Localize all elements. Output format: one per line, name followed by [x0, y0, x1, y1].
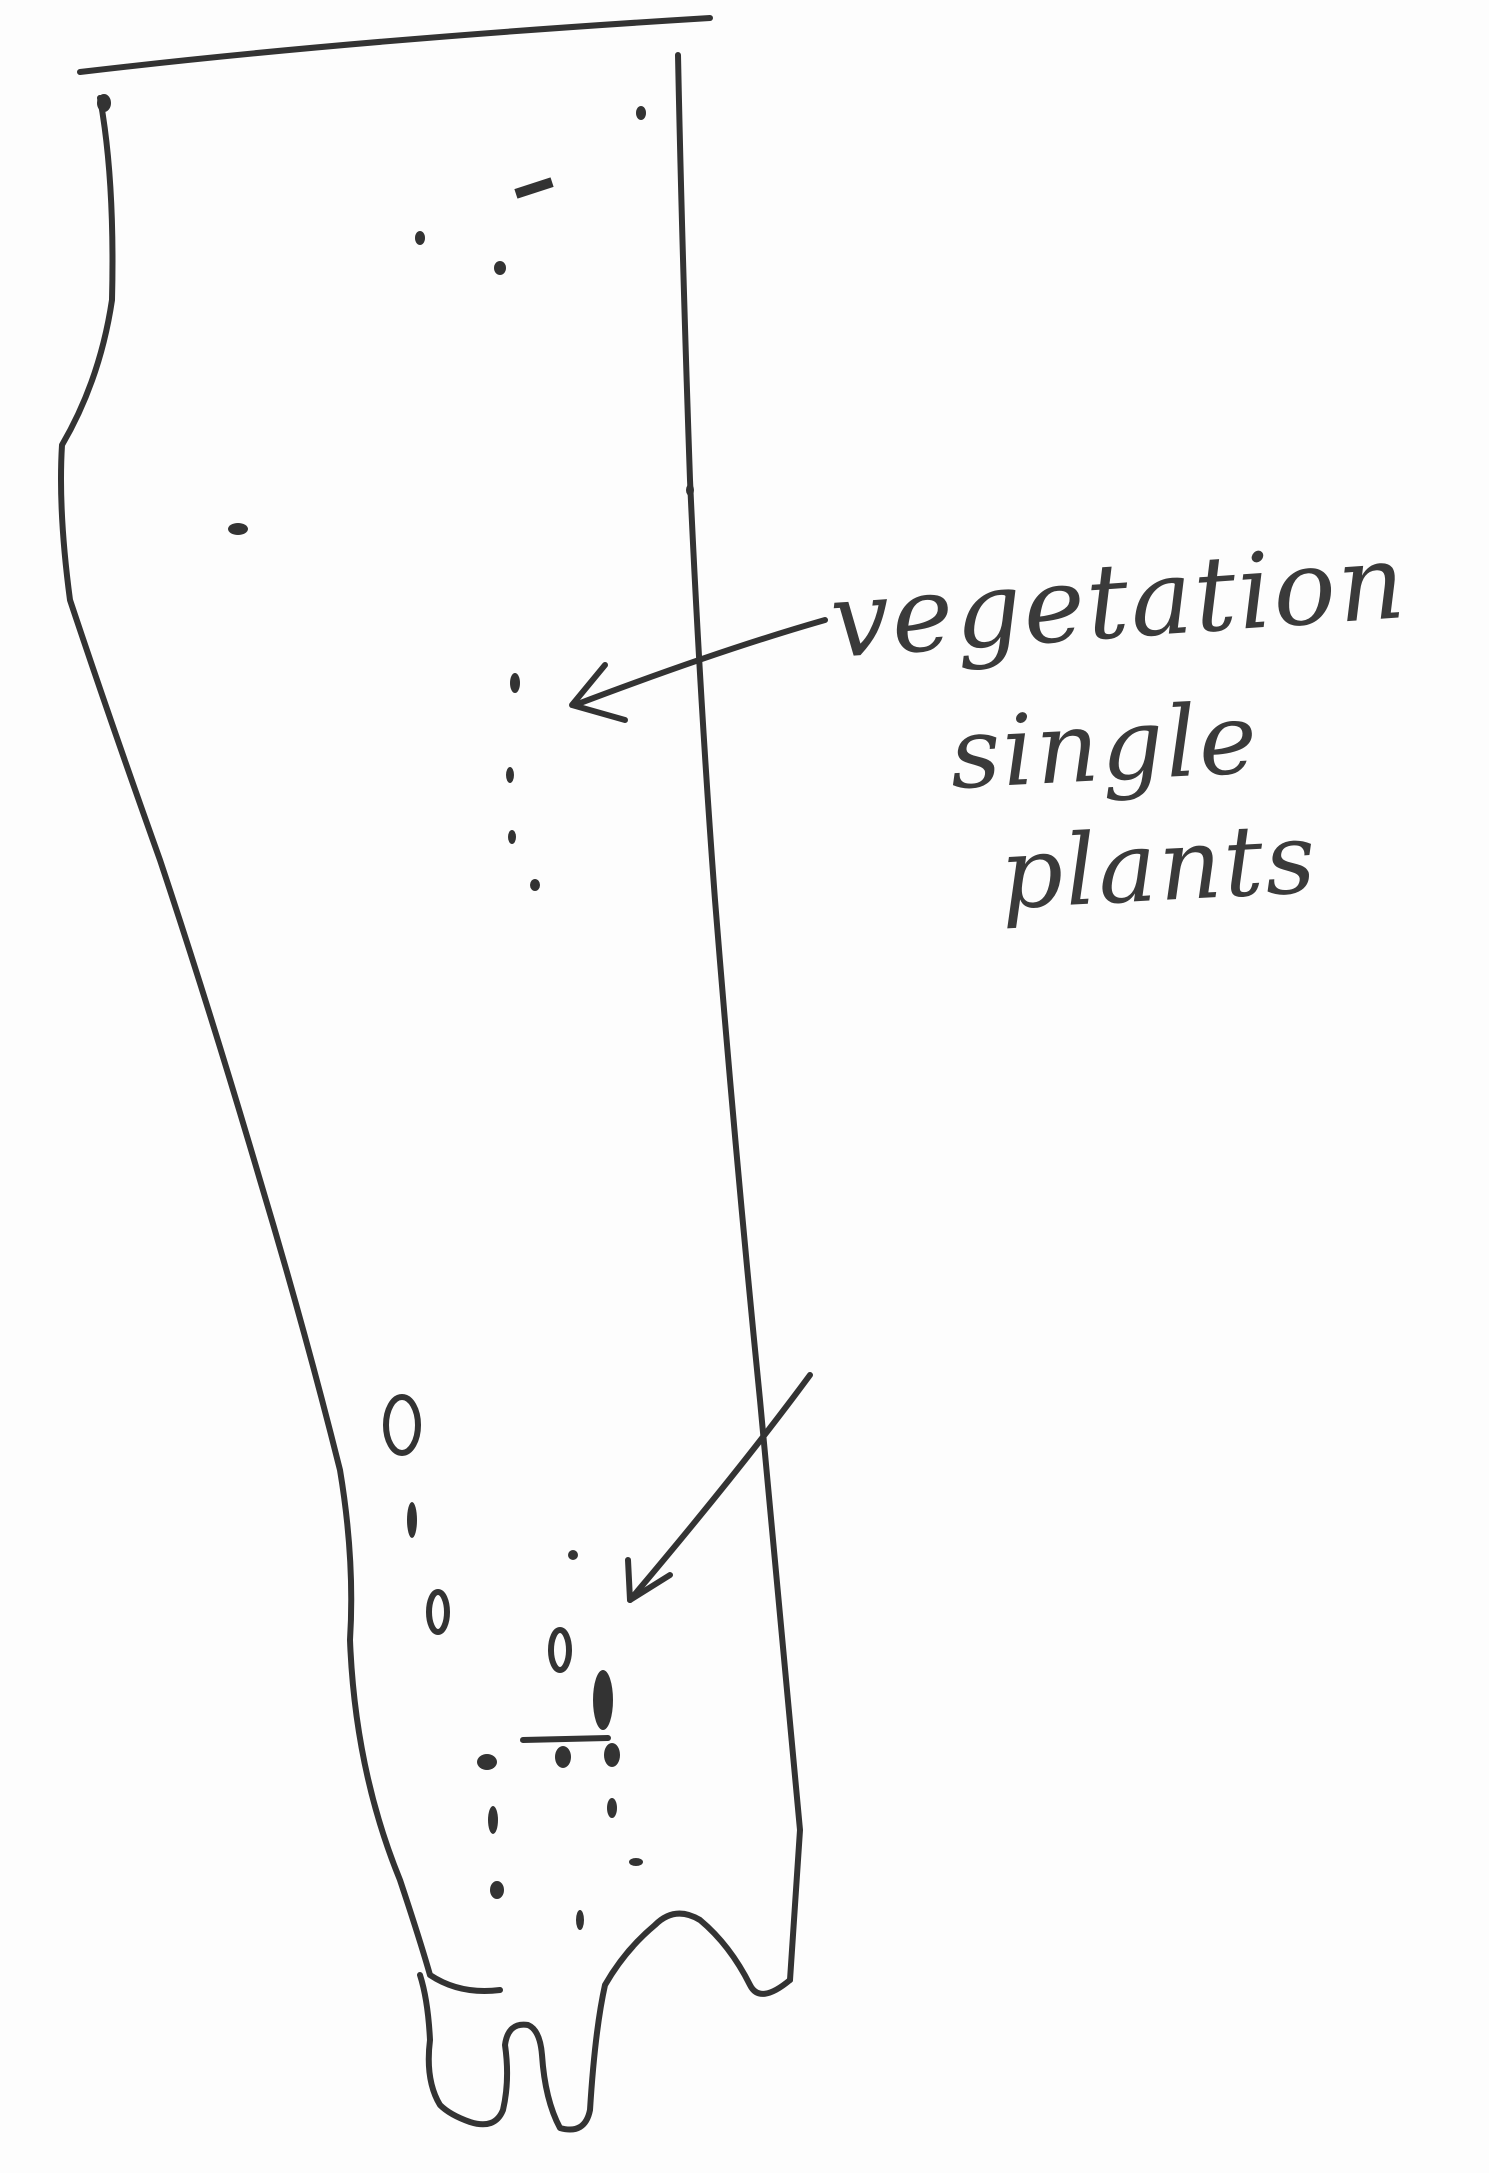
plant-dot	[490, 1881, 504, 1899]
plant-mark-dash	[523, 1738, 608, 1740]
lower-arrow-shaft	[630, 1375, 810, 1600]
plant-dot	[407, 1502, 417, 1538]
plant-mark-oval	[429, 1592, 447, 1632]
plant-dot	[506, 767, 514, 783]
plant-dot	[228, 523, 248, 535]
plant-dot	[97, 94, 111, 112]
plant-dot	[593, 1670, 613, 1730]
strip-left-outline	[61, 98, 500, 1991]
plant-dot	[488, 1806, 498, 1834]
plant-dot	[415, 231, 425, 245]
plant-dot	[629, 1858, 643, 1866]
top-edge-line	[80, 18, 710, 72]
plant-dot	[607, 1798, 617, 1818]
plant-dot	[604, 1743, 620, 1767]
plant-dot	[686, 484, 694, 496]
plant-dot	[636, 106, 646, 120]
label-line-2: single	[947, 682, 1261, 812]
strip-right-outline	[678, 55, 800, 1980]
plant-mark-oval	[551, 1630, 569, 1670]
plant-dot	[555, 1746, 571, 1768]
plant-dot	[530, 879, 540, 891]
plant-dot	[494, 261, 506, 275]
plant-dot	[477, 1754, 497, 1770]
upper-arrow-head	[572, 665, 625, 720]
plant-mark-large-oval	[386, 1397, 418, 1453]
plant-dash-mark	[514, 177, 553, 198]
plant-dot	[508, 830, 516, 844]
plant-dot	[576, 1910, 584, 1930]
label-line-3: plants	[997, 802, 1320, 932]
plant-dot	[510, 673, 520, 693]
plant-dot	[568, 1550, 578, 1560]
strip-bottom-edge	[420, 1914, 790, 2130]
